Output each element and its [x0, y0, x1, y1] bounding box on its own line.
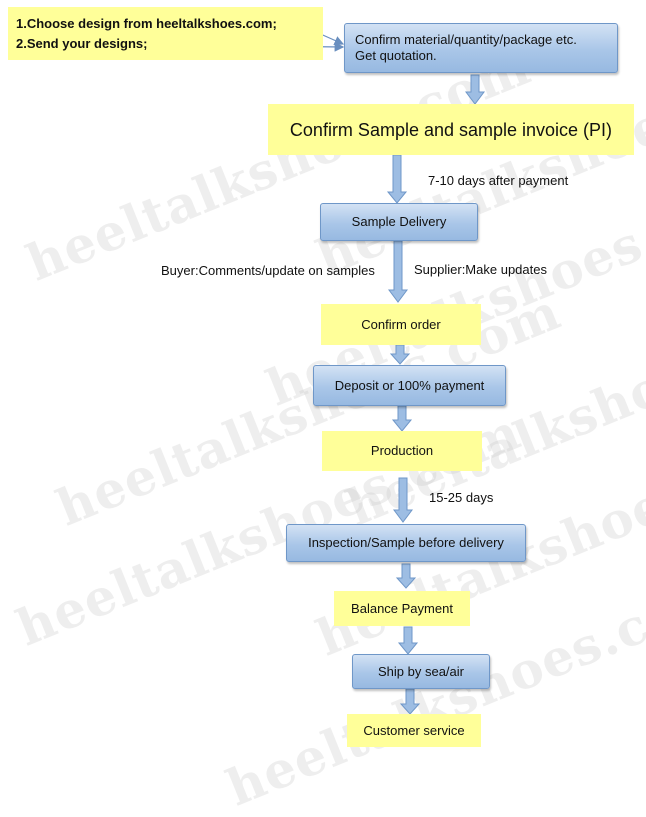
intro-note: 1.Choose design from heeltalkshoes.com; … — [8, 7, 323, 60]
ship-step: Ship by sea/air — [352, 654, 490, 689]
customer-service-step: Customer service — [347, 714, 481, 747]
intro-line-2: 2.Send your designs; — [16, 35, 148, 51]
quotation-step: Confirm material/quantity/package etc. G… — [344, 23, 618, 73]
quotation-line-1: Confirm material/quantity/package etc. — [355, 32, 577, 47]
flow-arrow — [391, 405, 413, 432]
flow-arrow — [386, 154, 408, 204]
intro-line-1: 1.Choose design from heeltalkshoes.com; — [16, 15, 277, 31]
quotation-line-2: Get quotation. — [355, 48, 437, 63]
flow-arrow — [465, 74, 485, 105]
confirm-sample-step: Confirm Sample and sample invoice (PI) — [268, 104, 634, 155]
confirm-order-step: Confirm order — [321, 304, 481, 345]
sample-delivery-step: Sample Delivery — [320, 203, 478, 241]
flow-arrow — [395, 563, 417, 589]
watermark-text: heeltalkshoes.com — [18, 36, 539, 293]
flow-arrow — [389, 344, 411, 365]
supplier-updates-note: Supplier:Make updates — [414, 262, 547, 277]
flow-arrow — [397, 626, 419, 655]
flow-arrow — [399, 688, 421, 715]
production-time-note: 15-25 days — [429, 490, 494, 505]
inspection-step: Inspection/Sample before delivery — [286, 524, 526, 562]
sample-lead-time-note: 7-10 days after payment — [428, 173, 569, 188]
deposit-step: Deposit or 100% payment — [313, 365, 506, 406]
flow-arrow — [393, 477, 413, 523]
production-step: Production — [322, 431, 482, 471]
buyer-comments-note: Buyer:Comments/update on samples — [161, 263, 375, 278]
balance-payment-step: Balance Payment — [334, 591, 470, 626]
flow-arrow — [388, 240, 408, 303]
